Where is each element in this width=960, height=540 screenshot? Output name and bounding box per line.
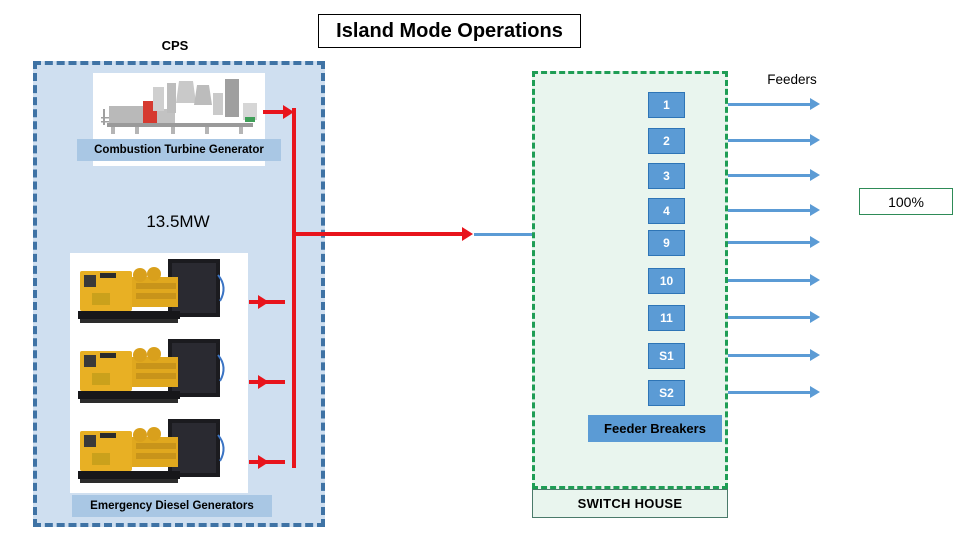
feeder-outgoing-wire <box>684 241 814 244</box>
switch-house-label: SWITCH HOUSE <box>532 489 728 518</box>
feeder-breaker[interactable]: 3 <box>648 163 685 189</box>
feeder-outgoing-arrowhead <box>810 349 820 361</box>
edg-feed-arrowhead <box>258 455 269 469</box>
edg-unit <box>70 253 248 333</box>
turbine-illustration <box>93 73 265 139</box>
emergency-diesel-generators-caption: Emergency Diesel Generators <box>72 495 272 517</box>
feeder-outgoing-wire <box>684 174 814 177</box>
emergency-diesel-generator-photo <box>70 253 248 493</box>
feeder-outgoing-arrowhead <box>810 386 820 398</box>
feeder-outgoing-wire <box>684 139 814 142</box>
feeder-outgoing-arrowhead <box>810 98 820 110</box>
feeder-breaker[interactable]: S2 <box>648 380 685 406</box>
page-title: Island Mode Operations <box>318 14 581 48</box>
feeder-outgoing-arrowhead <box>810 204 820 216</box>
feeder-breaker[interactable]: 9 <box>648 230 685 256</box>
diesel-genset-illustration <box>70 253 248 333</box>
edg-unit <box>70 333 248 413</box>
feeder-breaker[interactable]: 2 <box>648 128 685 154</box>
generation-capacity-label: 13.5MW <box>146 212 210 231</box>
edg-feed-arrowhead <box>258 375 269 389</box>
feeder-outgoing-wire <box>684 354 814 357</box>
ctg-feed-wire <box>263 110 285 114</box>
ctg-caption-underline <box>93 161 265 166</box>
feeder-breakers-caption: Feeder Breakers <box>588 415 722 442</box>
combustion-turbine-generator-photo <box>93 73 265 139</box>
feeder-outgoing-arrowhead <box>810 169 820 181</box>
load-percent-indicator: 100% <box>859 188 953 215</box>
feeder-outgoing-wire <box>684 316 814 319</box>
feeder-outgoing-wire <box>684 209 814 212</box>
feeders-label: Feeders <box>767 72 817 87</box>
feeder-outgoing-arrowhead <box>810 274 820 286</box>
feeder-outgoing-wire <box>684 279 814 282</box>
diesel-genset-illustration <box>70 413 248 493</box>
feeder-outgoing-arrowhead <box>810 311 820 323</box>
cps-zone-label: CPS <box>161 38 189 53</box>
feeder-outgoing-wire <box>684 103 814 106</box>
feeder-outgoing-wire <box>684 391 814 394</box>
feeder-outgoing-arrowhead <box>810 236 820 248</box>
feeder-breaker[interactable]: 4 <box>648 198 685 224</box>
feeder-outgoing-arrowhead <box>810 134 820 146</box>
feeder-breaker[interactable]: 1 <box>648 92 685 118</box>
edg-unit <box>70 413 248 493</box>
ctg-feed-arrowhead <box>283 105 294 119</box>
diesel-genset-illustration <box>70 333 248 413</box>
edg-feed-arrowhead <box>258 295 269 309</box>
combustion-turbine-generator-caption: Combustion Turbine Generator <box>77 139 281 161</box>
feeder-breaker[interactable]: 10 <box>648 268 685 294</box>
generation-tie-wire <box>292 232 464 236</box>
feeder-breaker[interactable]: 11 <box>648 305 685 331</box>
generation-bus-vertical <box>292 108 296 468</box>
feeder-breaker[interactable]: S1 <box>648 343 685 369</box>
switchhouse-incoming-wire <box>474 233 564 236</box>
generation-tie-arrowhead <box>462 227 473 241</box>
